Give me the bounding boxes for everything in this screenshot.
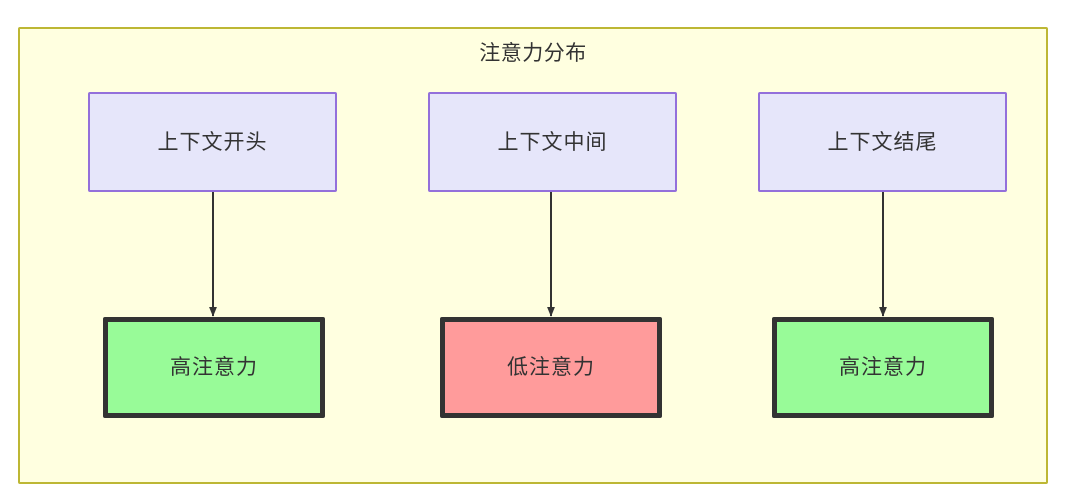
node-attention-high-start-label: 高注意力 (170, 356, 258, 379)
node-context-middle-label: 上下文中间 (497, 130, 608, 154)
node-attention-high-end[interactable]: 高注意力 (772, 317, 994, 418)
node-context-start[interactable]: 上下文开头 (88, 92, 337, 192)
node-attention-low-middle[interactable]: 低注意力 (440, 317, 662, 418)
node-attention-high-start[interactable]: 高注意力 (103, 317, 325, 418)
node-context-middle[interactable]: 上下文中间 (428, 92, 677, 192)
node-attention-high-end-label: 高注意力 (839, 356, 927, 379)
subgraph-title: 注意力分布 (479, 42, 587, 65)
node-context-end-label: 上下文结尾 (827, 130, 938, 154)
node-context-start-label: 上下文开头 (157, 130, 268, 154)
node-context-end[interactable]: 上下文结尾 (758, 92, 1007, 192)
node-attention-low-middle-label: 低注意力 (507, 356, 595, 379)
